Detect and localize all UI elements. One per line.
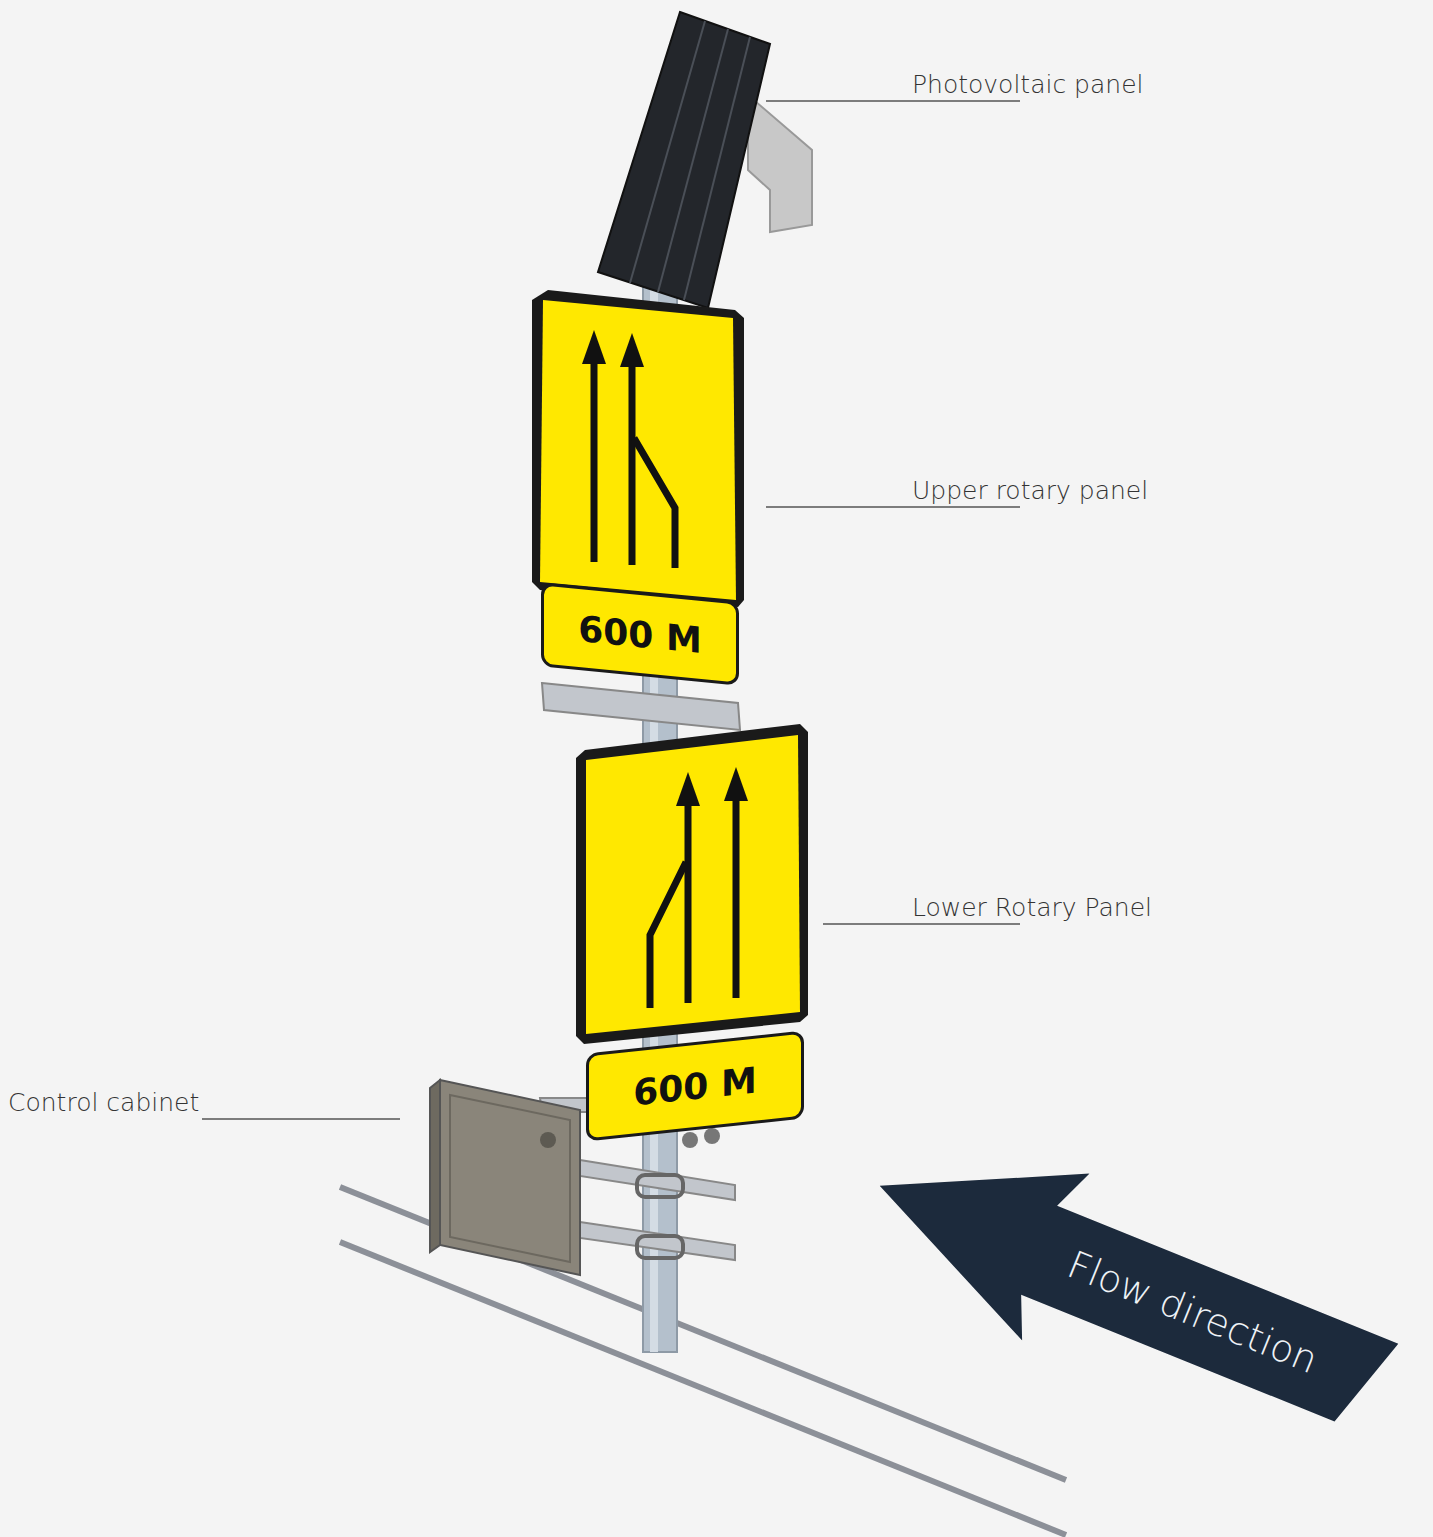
callout-label: Lower Rotary Panel — [912, 894, 1152, 922]
upper-sign-back — [532, 290, 744, 607]
arrow-head — [676, 772, 700, 806]
pole-clamp — [637, 1236, 683, 1258]
flow-direction-arrow: Flow direction — [846, 1102, 1414, 1471]
arrow-head — [620, 333, 644, 367]
panel-bracket — [748, 95, 812, 232]
arrow-shape — [846, 1102, 1414, 1471]
panel-cell-line — [630, 21, 705, 283]
bolt — [682, 1132, 698, 1148]
distance-plate: 600 M — [586, 1031, 804, 1142]
callout-label: Photovoltaic panel — [912, 71, 1143, 99]
road-line — [340, 1242, 1066, 1535]
distance-text: 600 M — [578, 608, 702, 661]
arrow-head — [582, 330, 606, 364]
bolt — [704, 1128, 720, 1144]
photovoltaic-panel — [598, 12, 770, 308]
distance-plate: 600 M — [541, 582, 739, 685]
mounting-rail — [580, 1160, 735, 1200]
control-cabinet — [440, 1080, 580, 1275]
upper-sign-face — [540, 300, 736, 600]
cabinet-gland — [540, 1132, 556, 1148]
cabinet-door — [450, 1095, 570, 1262]
leader-line — [202, 101, 1020, 1119]
callout-label: Upper rotary panel — [912, 477, 1148, 505]
lane-arrows — [594, 360, 675, 568]
cabinet-side — [430, 1080, 440, 1252]
lower-sign-back — [576, 724, 808, 1044]
sign-bracket — [542, 683, 740, 730]
panel-cell-line — [658, 29, 728, 292]
distance-text: 600 M — [633, 1059, 757, 1113]
callout-label: Control cabinet — [8, 1089, 199, 1117]
panel-cell-line — [684, 37, 750, 300]
lower-sign-face — [586, 735, 800, 1034]
pole-clamp — [637, 1175, 683, 1197]
mounting-rail — [580, 1222, 735, 1260]
lane-arrows — [650, 795, 736, 1008]
arrow-head — [724, 767, 748, 801]
